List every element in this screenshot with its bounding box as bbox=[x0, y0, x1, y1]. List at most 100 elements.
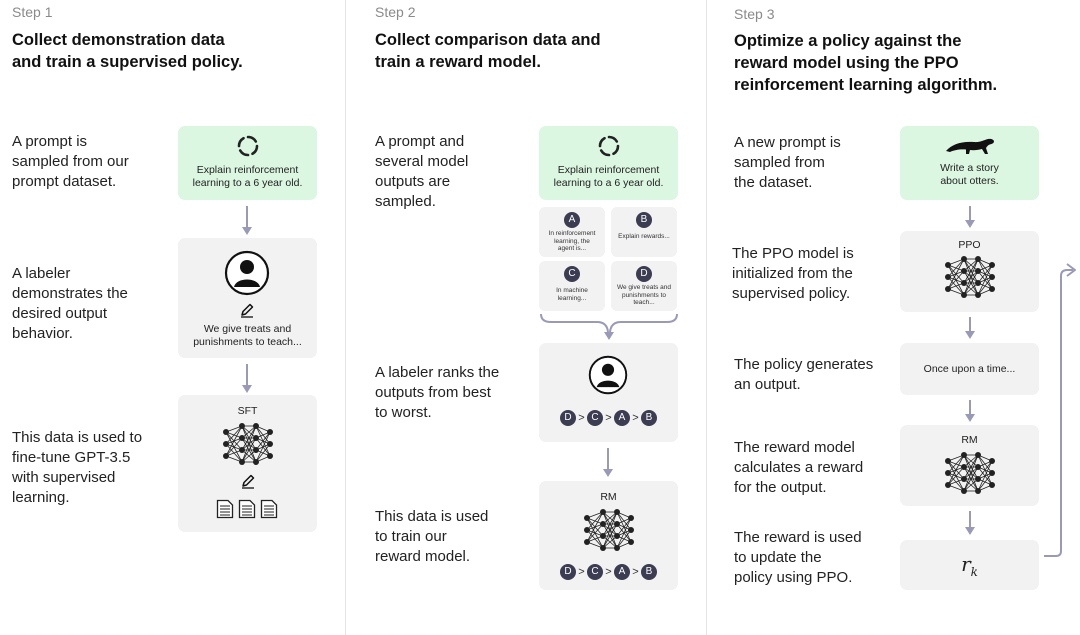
pencil-icon bbox=[242, 474, 255, 489]
output-b-card: B Explain rewards... bbox=[611, 207, 677, 257]
rank-gt: > bbox=[578, 566, 585, 578]
output-d-badge: D bbox=[636, 266, 652, 282]
step3-ppo-box: PPO bbox=[900, 231, 1039, 312]
step2-rm-box: RM D > C > A > B bbox=[539, 481, 678, 590]
user-icon bbox=[224, 250, 270, 296]
rm-label: RM bbox=[600, 491, 617, 503]
rm-label: RM bbox=[961, 434, 978, 446]
rank-c: C bbox=[587, 410, 603, 426]
step3-reward-box: rk bbox=[900, 540, 1039, 590]
rank-b: B bbox=[641, 564, 657, 580]
rank-gt: > bbox=[605, 412, 612, 424]
rank-gt: > bbox=[632, 412, 639, 424]
rank-a: A bbox=[614, 410, 630, 426]
feedback-loop-arrow bbox=[1044, 263, 1076, 557]
rank-d: D bbox=[560, 564, 576, 580]
neural-network-icon bbox=[584, 509, 634, 551]
rank-d: D bbox=[560, 410, 576, 426]
step2-arrowhead-2 bbox=[603, 469, 613, 477]
step1-arrow-2 bbox=[246, 364, 248, 386]
neural-network-icon bbox=[945, 452, 995, 494]
merge-bracket bbox=[540, 313, 678, 333]
rank-c: C bbox=[587, 564, 603, 580]
step3-arrow-2 bbox=[969, 317, 971, 332]
step2-ranking-box: D > C > A > B bbox=[539, 343, 678, 442]
refresh-icon bbox=[598, 135, 620, 157]
neural-network-icon bbox=[945, 256, 995, 298]
rank-gt: > bbox=[632, 566, 639, 578]
ppo-label: PPO bbox=[958, 239, 981, 251]
neural-network-icon bbox=[223, 423, 273, 465]
step1-sft-box: SFT bbox=[178, 395, 317, 532]
step2-arrowhead-1 bbox=[604, 332, 614, 340]
step3-rm-box: RM bbox=[900, 425, 1039, 506]
step3-label: Step 3 bbox=[734, 6, 775, 22]
otter-icon bbox=[946, 138, 994, 154]
output-text: Once upon a time... bbox=[923, 363, 1016, 375]
ranking-row: D > C > A > B bbox=[539, 409, 678, 427]
document-icon bbox=[216, 499, 234, 519]
step3-arrow-4 bbox=[969, 511, 971, 528]
rank-gt: > bbox=[578, 412, 585, 424]
step1-arrow-1 bbox=[246, 206, 248, 228]
output-b-text: Explain rewards... bbox=[618, 233, 670, 240]
rm-ranking-row: D > C > A > B bbox=[539, 563, 678, 581]
document-icon bbox=[260, 499, 278, 519]
sft-label: SFT bbox=[237, 405, 258, 417]
step1-arrowhead-1 bbox=[242, 227, 252, 235]
step2-arrow-2 bbox=[607, 448, 609, 470]
step1-label: Step 1 bbox=[12, 4, 53, 20]
output-b-badge: B bbox=[636, 212, 652, 228]
output-a-badge: A bbox=[564, 212, 580, 228]
rank-gt: > bbox=[605, 566, 612, 578]
step3-arrow-1 bbox=[969, 206, 971, 221]
step3-arrow-3 bbox=[969, 400, 971, 415]
step2-label: Step 2 bbox=[375, 4, 416, 20]
reward-symbol: rk bbox=[961, 552, 978, 579]
rank-b: B bbox=[641, 410, 657, 426]
column-divider-1 bbox=[345, 0, 346, 635]
rank-a: A bbox=[614, 564, 630, 580]
step1-arrowhead-2 bbox=[242, 385, 252, 393]
step3-arrowhead-2 bbox=[965, 331, 975, 339]
step3-output-box: Once upon a time... bbox=[900, 343, 1039, 395]
document-icon bbox=[238, 499, 256, 519]
step3-arrowhead-4 bbox=[965, 527, 975, 535]
step3-arrowhead-1 bbox=[965, 220, 975, 228]
output-c-badge: C bbox=[564, 266, 580, 282]
pencil-icon bbox=[241, 303, 254, 318]
user-icon bbox=[588, 355, 628, 395]
step3-arrowhead-3 bbox=[965, 414, 975, 422]
column-divider-2 bbox=[706, 0, 707, 635]
